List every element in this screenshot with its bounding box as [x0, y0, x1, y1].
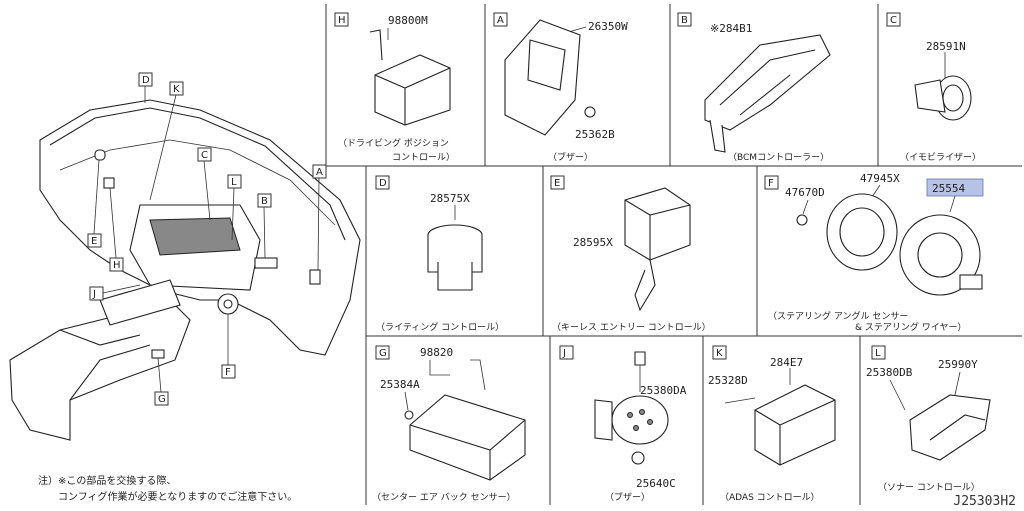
svg-text:※284B1: ※284B1: [710, 22, 752, 35]
panel-A: A 26350W 25362B （ブザー）: [493, 12, 628, 163]
svg-text:C: C: [890, 15, 897, 26]
svg-text:L: L: [875, 348, 881, 359]
svg-text:G: G: [379, 348, 387, 359]
svg-text:（ドライビング ポジション: （ドライビング ポジション: [338, 137, 449, 149]
svg-text:& ステアリング ワイヤー）: & ステアリング ワイヤー）: [855, 321, 966, 333]
svg-text:B: B: [681, 15, 688, 26]
panel-grid: [325, 4, 1022, 505]
svg-text:28591N: 28591N: [926, 40, 966, 53]
callout-G: G: [154, 357, 169, 406]
svg-text:（イモビライザー）: （イモビライザー）: [900, 152, 981, 163]
callout-H: H: [109, 187, 124, 272]
svg-text:E: E: [554, 178, 560, 189]
svg-text:J: J: [562, 348, 566, 359]
svg-text:H: H: [338, 15, 346, 26]
svg-text:L: L: [231, 177, 237, 188]
panel-F: F 47670D 47945X 25554 （ステアリング アングル センサー …: [764, 172, 984, 333]
svg-text:A: A: [497, 15, 504, 26]
svg-text:E: E: [91, 236, 97, 247]
svg-text:25384A: 25384A: [380, 378, 420, 391]
svg-text:（ADAS コントロール）: （ADAS コントロール）: [720, 492, 820, 503]
svg-text:98820: 98820: [420, 346, 453, 359]
callout-C: C: [197, 147, 212, 221]
svg-text:25362B: 25362B: [575, 128, 615, 141]
svg-text:F: F: [768, 178, 774, 189]
svg-text:D: D: [379, 178, 387, 189]
svg-text:25380DA: 25380DA: [640, 384, 687, 397]
callout-K: K: [149, 81, 184, 201]
svg-text:H: H: [113, 260, 121, 271]
svg-text:284E7: 284E7: [770, 356, 803, 369]
callout-L: L: [227, 174, 242, 241]
svg-text:D: D: [142, 75, 150, 86]
panel-B: B ※284B1 （BCMコントローラー）: [677, 12, 831, 163]
svg-text:47945X: 47945X: [860, 172, 900, 185]
svg-text:K: K: [716, 348, 723, 359]
svg-text:（ブザー）: （ブザー）: [548, 151, 593, 163]
panel-K: K 284E7 25328D （ADAS コントロール）: [708, 345, 836, 503]
diagram-code: J25303H2: [953, 494, 1016, 509]
panel-E: E 28595X （キーレス エントリー コントロール）: [550, 175, 711, 333]
dashboard-overview: [9, 99, 361, 441]
svg-text:J: J: [92, 289, 96, 300]
svg-text:（センター エア バック センサー）: （センター エア バック センサー）: [372, 492, 516, 503]
callout-F: F: [221, 314, 236, 379]
replacement-note-line1: 注）※この部品を交換する際、: [38, 476, 177, 487]
svg-text:25554: 25554: [932, 182, 965, 195]
svg-text:25380DB: 25380DB: [866, 366, 913, 379]
svg-text:A: A: [316, 167, 323, 178]
callout-A: A: [312, 164, 327, 271]
overview-callouts: D K C L A B E H J F G: [87, 72, 327, 406]
panel-D: D 28575X （ライティング コントロール）: [375, 175, 504, 333]
panel-J: J 25380DA 25640C （ブザー）: [559, 345, 687, 503]
svg-text:25328D: 25328D: [708, 374, 748, 387]
svg-text:47670D: 47670D: [785, 186, 825, 199]
svg-text:（ソナー コントロール）: （ソナー コントロール）: [878, 482, 980, 493]
svg-text:28575X: 28575X: [430, 192, 470, 205]
svg-text:（BCMコントローラー）: （BCMコントローラー）: [728, 152, 829, 163]
svg-text:C: C: [201, 150, 208, 161]
svg-text:（ライティング コントロール）: （ライティング コントロール）: [376, 321, 504, 333]
svg-text:（ブザー）: （ブザー）: [605, 491, 650, 503]
svg-text:K: K: [173, 84, 180, 95]
panel-G: G 98820 25384A （センター エア バック センサー）: [372, 345, 526, 503]
callout-E: E: [87, 159, 102, 248]
svg-text:（キーレス エントリー コントロール）: （キーレス エントリー コントロール）: [552, 322, 711, 333]
callout-B: B: [257, 193, 272, 259]
svg-text:B: B: [261, 196, 268, 207]
panel-C: C 28591N （イモビライザー）: [886, 12, 981, 163]
svg-text:F: F: [225, 367, 231, 378]
svg-text:28595X: 28595X: [573, 236, 613, 249]
svg-text:（ステアリング アングル センサー: （ステアリング アングル センサー: [768, 310, 908, 322]
callout-D: D: [138, 72, 153, 103]
svg-text:25990Y: 25990Y: [938, 358, 978, 371]
panel-H: H 98800M （ドライビング ポジション コントロール）: [334, 12, 455, 163]
svg-text:G: G: [158, 394, 166, 405]
svg-text:98800M: 98800M: [388, 14, 428, 27]
panel-L: L 25380DB 25990Y （ソナー コントロール）: [866, 345, 991, 493]
svg-text:コントロール）: コントロール）: [392, 152, 455, 163]
svg-text:25640C: 25640C: [636, 477, 676, 490]
svg-text:26350W: 26350W: [588, 20, 628, 33]
callout-J: J: [89, 284, 141, 301]
replacement-note-line2: コンフィグ作業が必要となりますのでご注意下さい。: [58, 492, 298, 503]
